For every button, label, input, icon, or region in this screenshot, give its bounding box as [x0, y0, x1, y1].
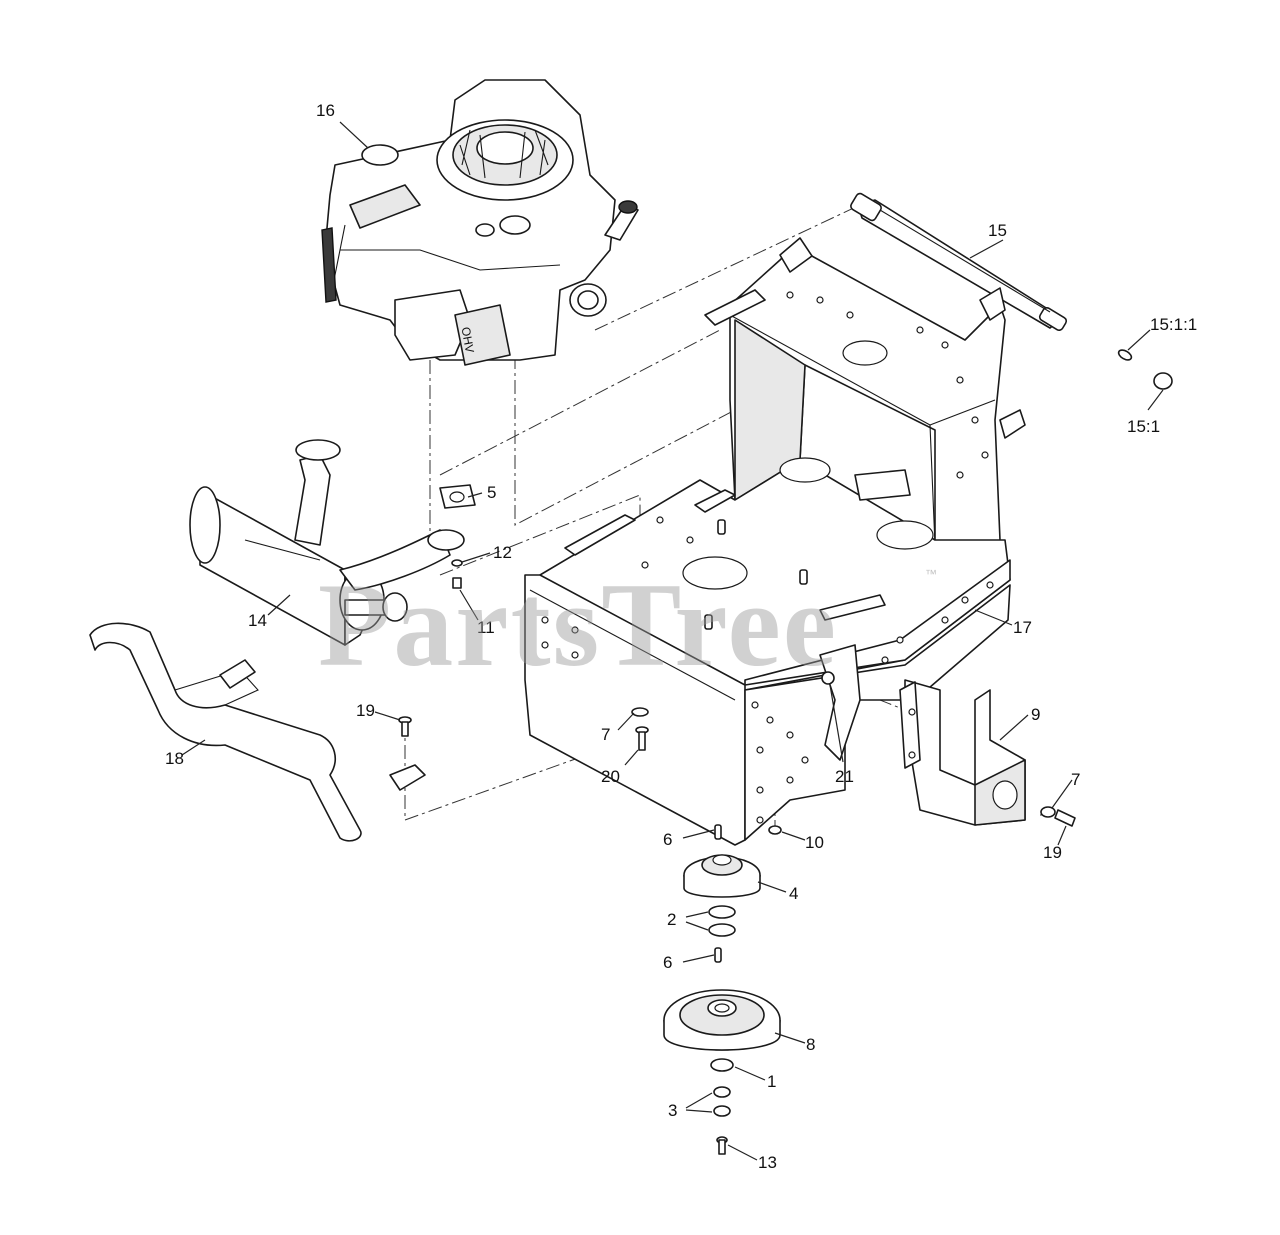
watermark: PartsTree ™	[318, 558, 937, 691]
callout-9: 9	[1031, 705, 1040, 724]
callout-3: 3	[668, 1101, 677, 1120]
callout-10: 10	[805, 833, 824, 852]
callout-4: 4	[789, 884, 798, 903]
callout-13: 13	[758, 1153, 777, 1172]
drive-shaft	[850, 192, 1173, 390]
exhaust-hardware	[439, 484, 476, 589]
left-hardware	[398, 671, 835, 751]
leader-lines	[181, 121, 1164, 1161]
engine-plate-text: OHV	[459, 326, 477, 354]
callout-6-bottom: 6	[663, 953, 672, 972]
callout-19-left: 19	[356, 701, 375, 720]
callout-11: 11	[477, 618, 495, 637]
callout-18: 18	[165, 749, 184, 768]
callout-20: 20	[601, 767, 620, 786]
callout-14: 14	[248, 611, 267, 630]
callout-8: 8	[806, 1035, 815, 1054]
pulley-stack	[663, 824, 782, 1155]
watermark-text: PartsTree	[318, 558, 838, 691]
callout-15: 15	[988, 221, 1007, 240]
callout-16: 16	[316, 101, 335, 120]
callout-2: 2	[667, 910, 676, 929]
callout-19-right: 19	[1043, 843, 1062, 862]
callout-7-right: 7	[1071, 770, 1080, 789]
callout-1: 1	[767, 1072, 776, 1091]
callout-7-left: 7	[601, 725, 610, 744]
callout-6-top: 6	[663, 830, 672, 849]
chassis-frame	[524, 237, 1026, 846]
muffler	[189, 439, 465, 646]
callout-12: 12	[493, 543, 512, 562]
callout-5: 5	[487, 483, 496, 502]
callout-labels: 16 15 15:1:1 15:1 5 12 11 14 17 19 18 7 …	[165, 101, 1197, 1172]
handle-bar	[89, 622, 426, 842]
callout-15-1: 15:1	[1127, 417, 1160, 436]
callout-21: 21	[835, 767, 854, 786]
watermark-trademark: ™	[925, 567, 937, 581]
callout-15-1-1: 15:1:1	[1150, 315, 1197, 334]
side-bracket	[899, 679, 1076, 827]
engine: OHV	[321, 79, 639, 366]
callout-17: 17	[1013, 618, 1032, 637]
